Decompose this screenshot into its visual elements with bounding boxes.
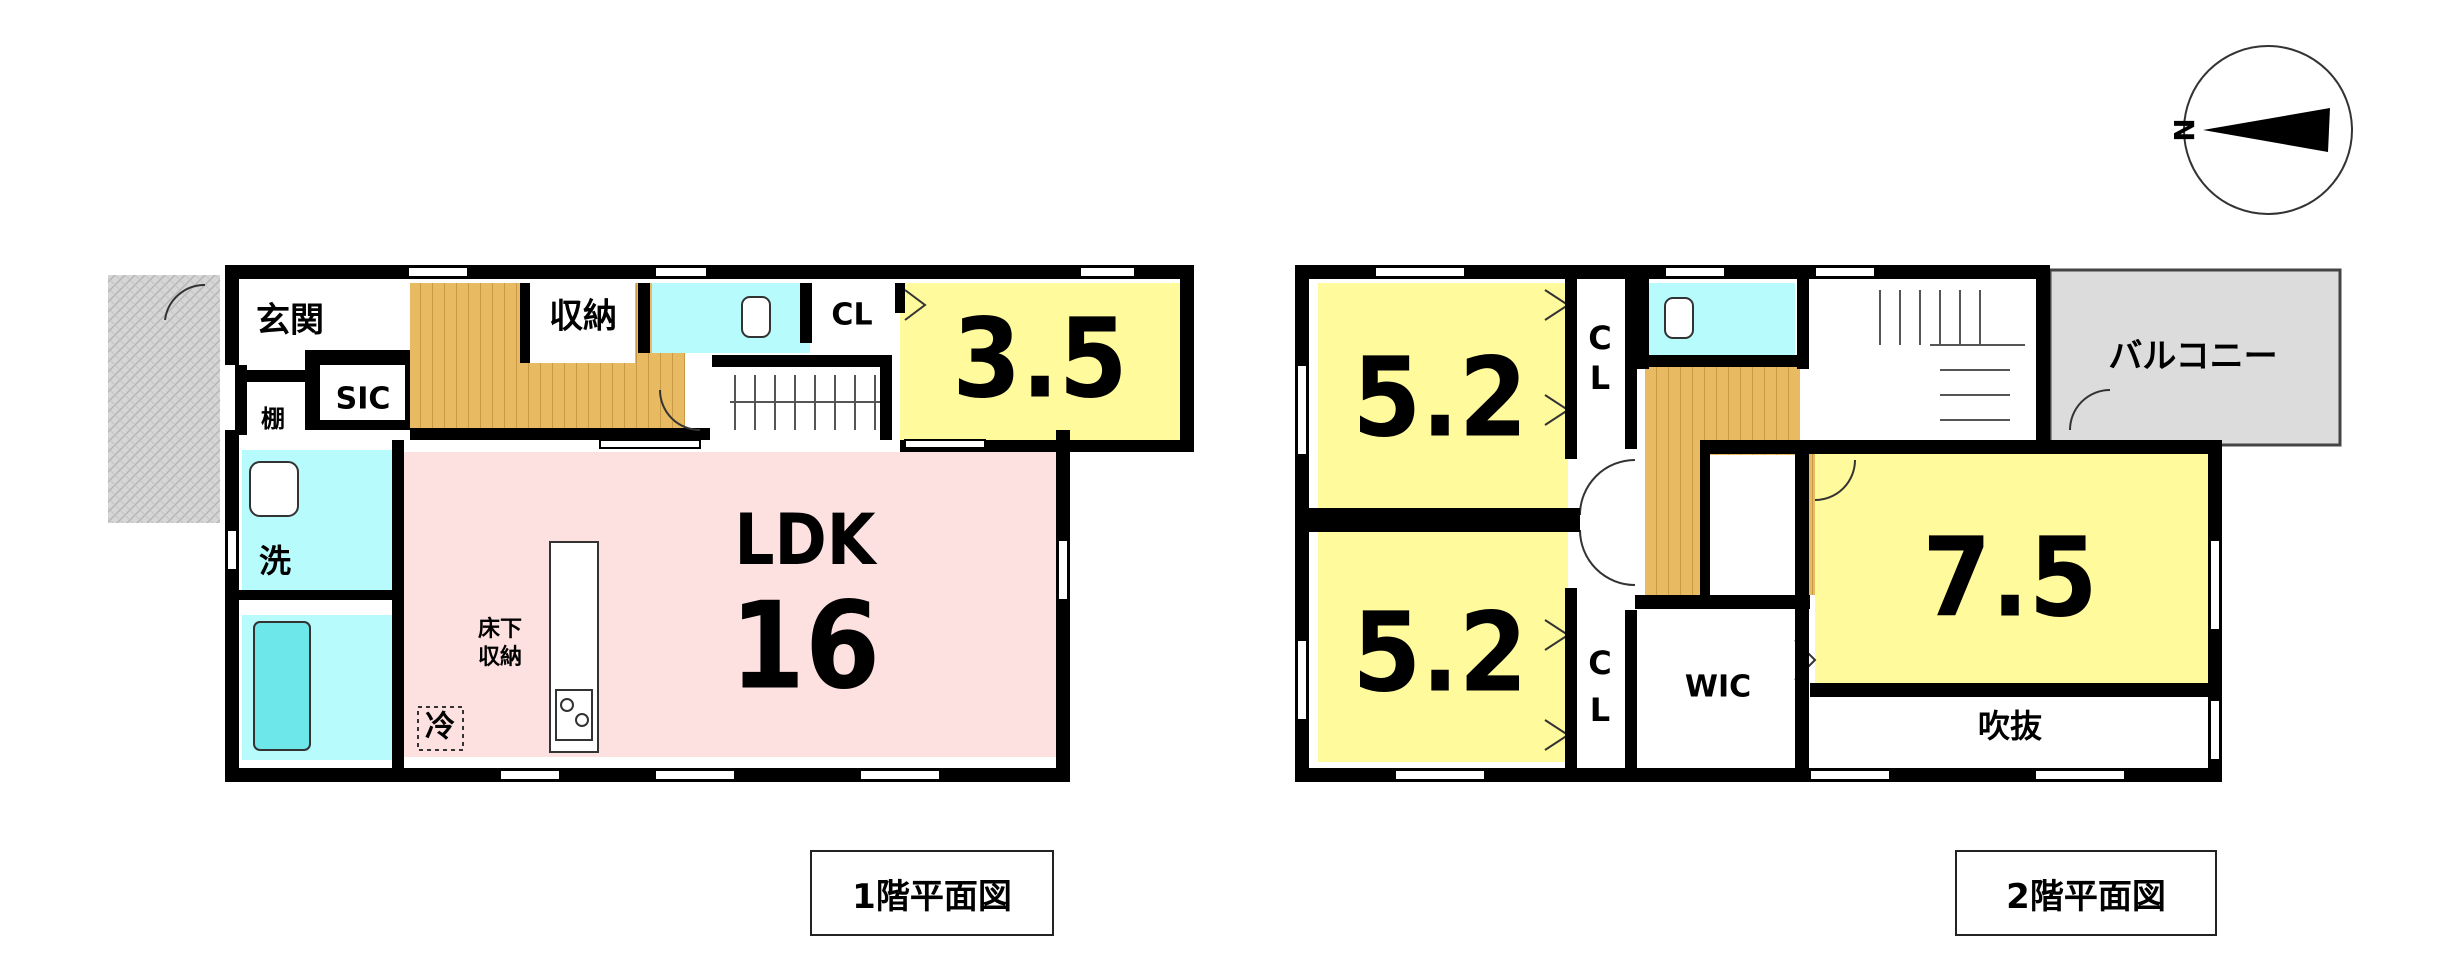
closet-top-c: C: [1588, 319, 1611, 357]
wic-label: WIC: [1685, 670, 1751, 705]
entrance-label: 玄関: [256, 301, 324, 341]
entrance-door-swing: [164, 283, 206, 321]
master-size: 7.5: [1922, 513, 2097, 641]
room-bottom-size: 5.2: [1352, 588, 1527, 716]
floor1-windows: [226, 266, 1136, 781]
floor1-caption: 1階平面図: [810, 850, 1054, 936]
north-arrow-icon: [2203, 108, 2330, 152]
stairs-floor1: [730, 375, 880, 430]
ldk-size: 16: [730, 578, 880, 717]
room-5-2-bottom: [1318, 530, 1568, 762]
closet-label: CL: [831, 298, 872, 333]
compass-n-label: N: [2168, 118, 2201, 141]
closet-top-area: [1575, 283, 1625, 443]
floor2-caption: 2階平面図: [1955, 850, 2217, 936]
room-3-5-size: 3.5: [952, 294, 1127, 422]
floor2-windows: [1296, 266, 2221, 781]
closet-bottom-area: [1575, 615, 1625, 762]
toilet-area: [652, 283, 810, 353]
toilet-fixture-2f: [1664, 297, 1694, 339]
shelf-label: 棚: [261, 405, 285, 433]
wic-area: [1645, 615, 1793, 762]
terrace: [108, 275, 220, 523]
closet-top-l: L: [1590, 359, 1610, 397]
void-label: 吹抜: [1978, 707, 2042, 745]
wash-basin: [249, 461, 299, 517]
ldk-name: LDK: [734, 499, 877, 581]
storage-area: [525, 283, 635, 363]
floor1-plan: 玄関 SIC 収納 CL 3.5 棚 洗 LDK 16 床下 収納 冷: [108, 265, 1194, 782]
hall-closet-2f: [1705, 455, 1795, 595]
fridge-label: 冷: [425, 710, 455, 745]
bathtub: [253, 621, 311, 751]
fridge-space: [417, 706, 464, 751]
ldk-area: [404, 452, 1059, 757]
closet-bottom-c: C: [1588, 644, 1611, 682]
stairs-floor2: [1879, 290, 2025, 421]
room-top-size: 5.2: [1352, 333, 1527, 461]
washroom-label: 洗: [259, 542, 291, 580]
floor2-plan: 5.2 5.2 C L C L 7.5 WIC 吹抜 バルコニー: [1295, 265, 2342, 782]
closet-bottom-l: L: [1590, 691, 1610, 729]
balcony-label: バルコニー: [2108, 337, 2277, 377]
master-7-5: [1815, 450, 2215, 685]
void-area: [1815, 700, 2215, 760]
compass: N: [2168, 45, 2353, 215]
underfloor-storage-line1: 床下: [478, 616, 522, 642]
stair-area: [720, 365, 892, 450]
underfloor-storage-line2: 収納: [478, 644, 522, 670]
storage-label: 収納: [549, 297, 617, 337]
toilet-fixture-1f: [741, 296, 771, 338]
stair-2f-area: [1800, 280, 2035, 440]
room-5-2-top: [1318, 283, 1568, 511]
room-3-5: [900, 283, 1183, 450]
balcony-area: [2048, 268, 2342, 447]
closet-area: [812, 283, 902, 343]
shoe-closet-label: SIC: [336, 382, 391, 417]
